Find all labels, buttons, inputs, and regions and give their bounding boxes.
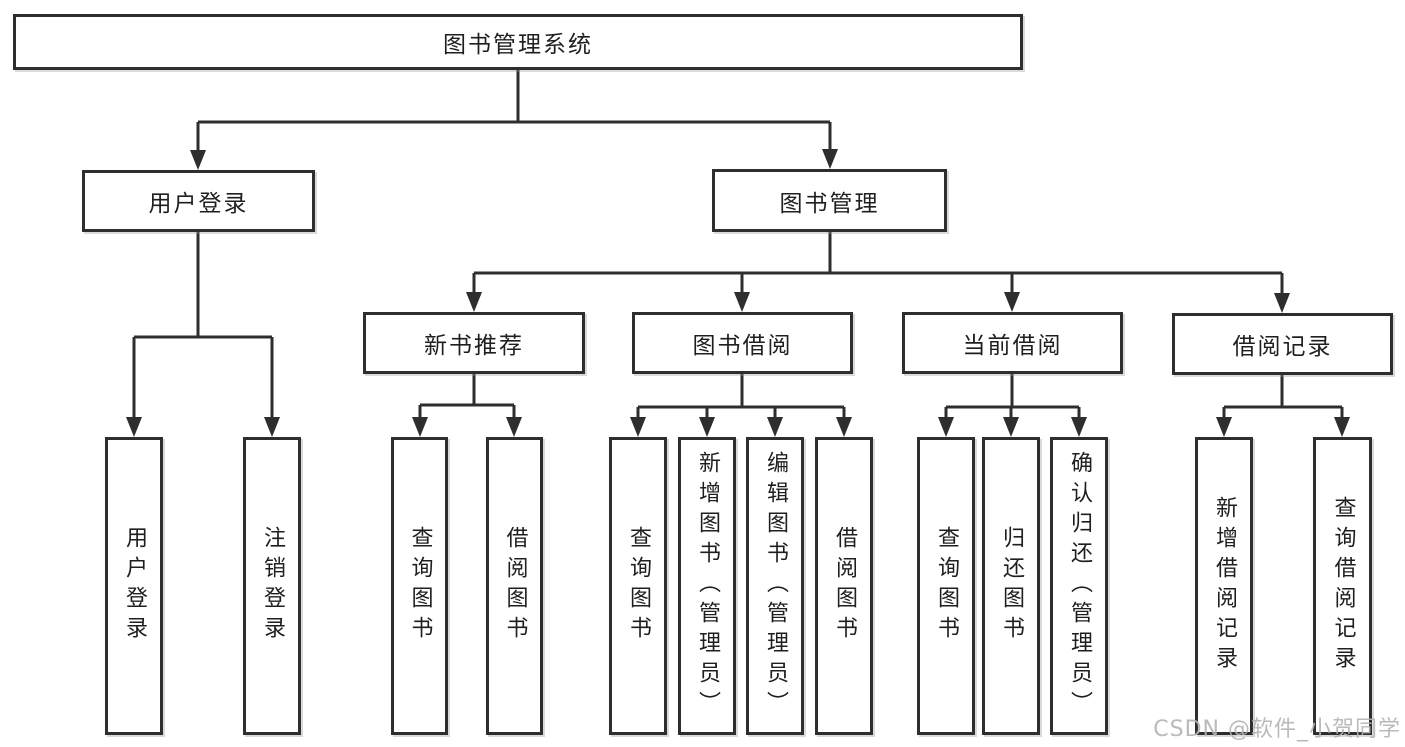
node-user-login-label: 用户登录 <box>148 191 249 217</box>
leaf-user-login-label: 用户登录 <box>122 526 147 646</box>
csdn-watermark: CSDN @软件_小贺同学 <box>1153 717 1401 742</box>
leaf-borrow-books-recommend: 借阅图书 <box>486 437 543 735</box>
leaf-confirm-return-admin: 确认归还（管理员） <box>1050 437 1108 735</box>
leaf-borrow-books: 借阅图书 <box>815 437 873 735</box>
node-book-borrow: 图书借阅 <box>632 312 853 374</box>
leaf-query-borrow-record: 查询借阅记录 <box>1313 437 1372 735</box>
node-current-borrow-label: 当前借阅 <box>962 333 1063 359</box>
node-new-book-recommend-label: 新书推荐 <box>424 333 524 359</box>
leaf-edit-book-admin-label: 编辑图书（管理员） <box>763 451 788 721</box>
leaf-query-books-current: 查询图书 <box>917 437 975 735</box>
leaf-query-books-recommend: 查询图书 <box>391 437 448 735</box>
leaf-query-books-borrow: 查询图书 <box>609 437 667 735</box>
leaf-return-book-label: 归还图书 <box>999 526 1024 646</box>
node-book-borrow-label: 图书借阅 <box>692 333 793 359</box>
node-root: 图书管理系统 <box>13 14 1023 70</box>
node-new-book-recommend: 新书推荐 <box>363 312 585 374</box>
leaf-borrow-books-label: 借阅图书 <box>832 526 857 646</box>
leaf-logout: 注销登录 <box>243 437 301 735</box>
leaf-add-book-admin-label: 新增图书（管理员） <box>695 451 720 721</box>
node-current-borrow: 当前借阅 <box>902 312 1123 374</box>
leaf-edit-book-admin: 编辑图书（管理员） <box>746 437 804 735</box>
leaf-borrow-books-recommend-label: 借阅图书 <box>502 526 528 646</box>
leaf-add-borrow-record-label: 新增借阅记录 <box>1212 496 1237 676</box>
node-borrow-records-label: 借阅记录 <box>1232 334 1333 360</box>
node-root-label: 图书管理系统 <box>443 32 593 58</box>
arrowheads <box>126 149 1350 437</box>
node-user-login: 用户登录 <box>82 170 315 232</box>
node-book-management: 图书管理 <box>712 169 947 232</box>
leaf-query-books-current-label: 查询图书 <box>934 526 959 646</box>
leaf-query-borrow-record-label: 查询借阅记录 <box>1330 496 1356 676</box>
leaf-confirm-return-admin-label: 确认归还（管理员） <box>1067 451 1092 721</box>
leaf-logout-label: 注销登录 <box>260 526 285 646</box>
leaf-add-book-admin: 新增图书（管理员） <box>678 437 736 735</box>
leaf-return-book: 归还图书 <box>982 437 1040 735</box>
leaf-query-books-recommend-label: 查询图书 <box>407 526 433 646</box>
leaf-user-login: 用户登录 <box>105 437 163 735</box>
leaf-add-borrow-record: 新增借阅记录 <box>1195 437 1253 735</box>
node-book-management-label: 图书管理 <box>779 190 880 217</box>
leaf-query-books-borrow-label: 查询图书 <box>626 526 651 646</box>
node-borrow-records: 借阅记录 <box>1172 313 1393 375</box>
